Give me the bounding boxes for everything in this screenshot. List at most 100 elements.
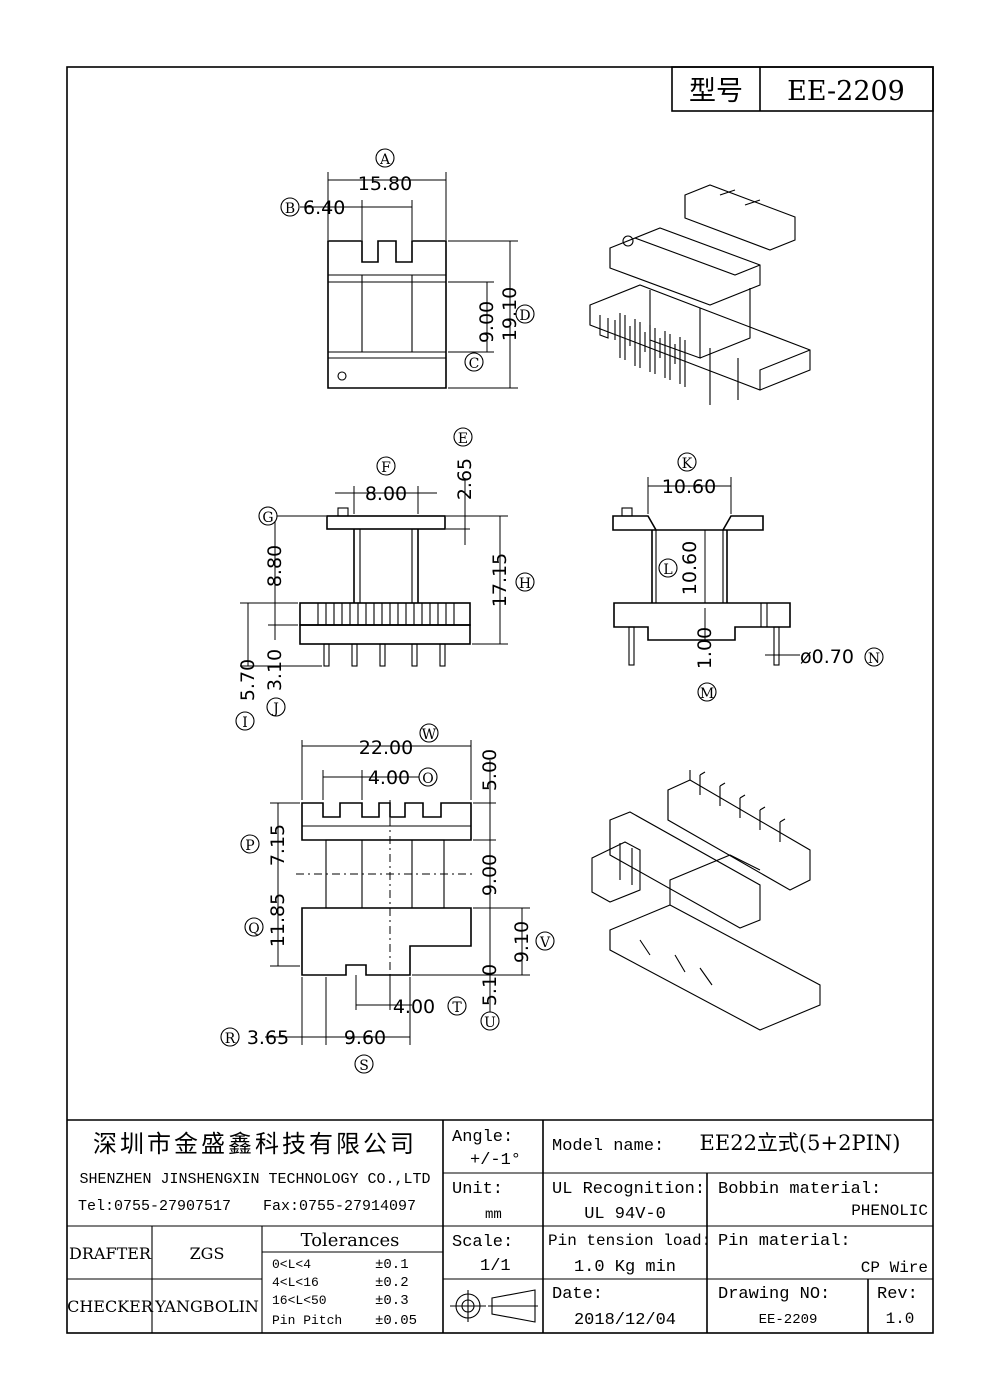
tol-range-0: 0<L<4 xyxy=(272,1257,311,1272)
side-view xyxy=(240,480,508,667)
tol-range-1: 4<L<16 xyxy=(272,1275,319,1290)
dim-e-value: 2.65 xyxy=(454,458,476,500)
model-name-label: Model name: xyxy=(552,1137,664,1156)
checker-value: YANGBOLIN xyxy=(154,1297,259,1316)
drafter-label: DRAFTER xyxy=(69,1244,152,1263)
company-tel: Tel:0755-27907517 xyxy=(78,1198,231,1215)
svg-text:D: D xyxy=(519,308,530,324)
dim-k-value: 10.60 xyxy=(662,476,716,498)
bobbin-label: Bobbin material: xyxy=(718,1180,881,1199)
date-label: Date: xyxy=(552,1285,603,1304)
dim-t-value: 4.00 xyxy=(393,996,435,1018)
svg-text:U: U xyxy=(484,1015,496,1031)
unit-label: Unit: xyxy=(452,1180,503,1199)
ul-value: UL 94V-0 xyxy=(584,1205,666,1224)
dim-b-value: 6.40 xyxy=(303,197,345,219)
projection-symbol xyxy=(450,1289,538,1323)
svg-text:A: A xyxy=(379,152,391,168)
bottom-view xyxy=(265,740,530,1045)
dim-s-value: 9.60 xyxy=(344,1027,386,1049)
drawing-no-label: Drawing NO: xyxy=(718,1285,830,1304)
svg-text:B: B xyxy=(285,201,295,217)
svg-text:N: N xyxy=(868,651,880,667)
unit-value: mm xyxy=(485,1207,502,1223)
tolerances-title: Tolerances xyxy=(301,1230,400,1251)
dim-j-value: 3.10 xyxy=(264,649,286,691)
end-view xyxy=(612,477,800,666)
tol-value-1: ±0.2 xyxy=(375,1275,409,1291)
svg-text:L: L xyxy=(663,562,672,578)
isometric-view-top xyxy=(589,184,811,405)
svg-text:O: O xyxy=(422,771,433,787)
angle-value: +/-1° xyxy=(470,1151,521,1170)
svg-text:M: M xyxy=(700,686,714,702)
dim-i-value: 5.70 xyxy=(237,659,259,701)
scale-label: Scale: xyxy=(452,1233,513,1252)
dimension-labels: A 15.80 B 6.40 C 9.00 D 19.10 E 2.65 F 8… xyxy=(220,148,884,1074)
tol-value-0: ±0.1 xyxy=(375,1257,409,1273)
front-view xyxy=(300,172,518,389)
dim-h-value: 17.15 xyxy=(489,553,511,607)
svg-text:H: H xyxy=(519,576,531,592)
dim-v-value: 9.10 xyxy=(511,921,533,963)
svg-text:G: G xyxy=(262,510,273,526)
model-box: 型号 EE-2209 xyxy=(671,66,934,112)
company-name-en: SHENZHEN JINSHENGXIN TECHNOLOGY CO.,LTD xyxy=(79,1171,430,1188)
date-value: 2018/12/04 xyxy=(574,1311,676,1330)
pin-material-value: CP Wire xyxy=(861,1259,928,1277)
angle-label: Angle: xyxy=(452,1128,513,1147)
drafter-value: ZGS xyxy=(190,1244,225,1263)
dim-q-value: 11.85 xyxy=(267,893,289,947)
svg-text:T: T xyxy=(452,1000,462,1016)
dim-d-value: 19.10 xyxy=(499,287,521,341)
svg-text:Q: Q xyxy=(248,921,259,937)
svg-text:I: I xyxy=(242,715,248,731)
dim-u-value: 5.10 xyxy=(479,964,501,1006)
pin-material-label: Pin material: xyxy=(718,1232,851,1251)
tol-range-2: 16<L<50 xyxy=(272,1293,327,1308)
dim-f-value: 8.00 xyxy=(365,483,407,505)
title-block: 深圳市金盛鑫科技有限公司 SHENZHEN JINSHENGXIN TECHNO… xyxy=(67,1119,933,1333)
dim-m-value: 1.00 xyxy=(694,627,716,669)
pin-tension-label: Pin tension load: xyxy=(548,1232,711,1250)
model-value: EE-2209 xyxy=(787,76,905,107)
tol-range-3: Pin Pitch xyxy=(272,1313,342,1328)
dim-o-value: 4.00 xyxy=(368,767,410,789)
drawing-no-value: EE-2209 xyxy=(759,1312,818,1328)
model-name-value: EE22立式(5+2PIN) xyxy=(700,1131,901,1155)
company-fax: Fax:0755-27914097 xyxy=(263,1198,416,1215)
tol-value-3: ±0.05 xyxy=(375,1313,417,1329)
rev-label: Rev: xyxy=(877,1285,918,1304)
company-name-cn: 深圳市金盛鑫科技有限公司 xyxy=(93,1130,417,1158)
svg-text:J: J xyxy=(271,701,279,717)
bobbin-value: PHENOLIC xyxy=(851,1202,928,1220)
dim-a-value: 15.80 xyxy=(358,173,412,195)
model-label: 型号 xyxy=(689,76,743,107)
dim-c-value: 9.00 xyxy=(476,301,498,343)
svg-text:S: S xyxy=(359,1058,369,1074)
svg-text:E: E xyxy=(458,431,468,447)
dim-n-value: ø0.70 xyxy=(800,646,854,668)
dim-p-value: 7.15 xyxy=(267,824,289,866)
svg-text:K: K xyxy=(682,456,693,472)
rev-value: 1.0 xyxy=(886,1310,915,1328)
dim-l-value: 10.60 xyxy=(679,541,701,595)
scale-value: 1/1 xyxy=(480,1257,511,1276)
svg-text:W: W xyxy=(422,727,437,743)
dim-9-value: 9.00 xyxy=(479,854,501,896)
svg-text:R: R xyxy=(225,1031,236,1047)
dim-w-value: 22.00 xyxy=(359,737,413,759)
dim-5-value: 5.00 xyxy=(479,749,501,791)
ul-label: UL Recognition: xyxy=(552,1180,705,1199)
tol-value-2: ±0.3 xyxy=(375,1293,409,1309)
checker-label: CHECKER xyxy=(67,1297,154,1316)
pin-tension-value: 1.0 Kg min xyxy=(574,1258,676,1277)
dim-g-value: 8.80 xyxy=(264,545,286,587)
svg-text:P: P xyxy=(245,838,254,854)
svg-text:C: C xyxy=(469,356,480,372)
sheet-border xyxy=(66,66,934,1334)
svg-text:V: V xyxy=(539,935,551,951)
isometric-view-bottom xyxy=(591,770,821,1031)
svg-text:F: F xyxy=(381,460,391,476)
